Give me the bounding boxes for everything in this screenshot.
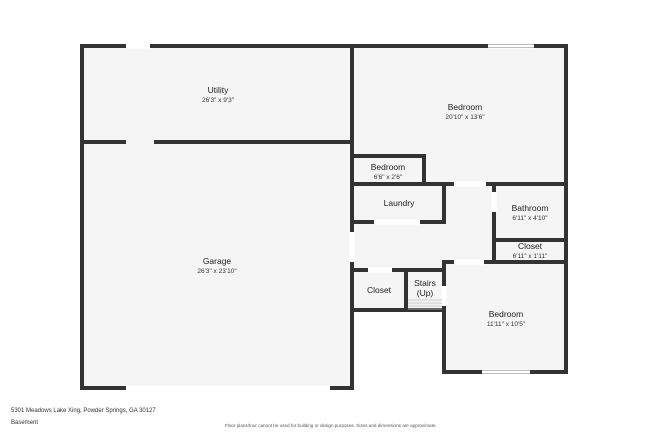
- laundry-label: Laundry: [384, 198, 415, 208]
- utility-dims: 26'3" x 9'3": [202, 97, 235, 104]
- disclaimer-text: Floor plans/tour cannot be used for buil…: [225, 423, 437, 428]
- closet-left-room: [352, 270, 406, 310]
- stair-treads: [408, 299, 442, 310]
- garage-room: [82, 142, 352, 388]
- floor-label: Basement: [11, 420, 39, 426]
- bedroom-top-room: [352, 46, 566, 184]
- bedroom-small-dims: 6'6" x 2'6": [374, 174, 403, 181]
- center-block: [352, 184, 566, 270]
- closet-left-label: Closet: [367, 285, 392, 295]
- bedroom-bottom-label: Bedroom: [489, 309, 524, 319]
- stairs-label: Stairs: [414, 278, 436, 288]
- bedroom-top-dims: 20'10" x 13'6": [445, 114, 485, 121]
- window-frames: [482, 44, 534, 374]
- bedroom-small-label: Bedroom: [371, 162, 406, 172]
- closet-right-label: Closet: [518, 241, 543, 251]
- bathroom-label: Bathroom: [512, 203, 549, 213]
- closet-right-dims: 6'11" x 1'11": [513, 253, 548, 260]
- address-text: 5301 Meadows Lake Xing, Powder Springs, …: [11, 408, 156, 414]
- windows: [126, 43, 534, 391]
- bedroom-bottom-room: [444, 262, 566, 372]
- bathroom-dims: 6'11" x 4'10": [512, 215, 548, 222]
- garage-label: Garage: [203, 256, 232, 266]
- stairs-note: (Up): [417, 288, 434, 298]
- garage-dims: 26'3" x 23'10": [197, 268, 237, 275]
- bedroom-bottom-dims: 11'11" x 10'5": [487, 321, 526, 328]
- utility-label: Utility: [208, 85, 230, 95]
- bedroom-top-label: Bedroom: [448, 102, 483, 112]
- floor-areas: [82, 46, 566, 388]
- utility-room: [82, 46, 352, 142]
